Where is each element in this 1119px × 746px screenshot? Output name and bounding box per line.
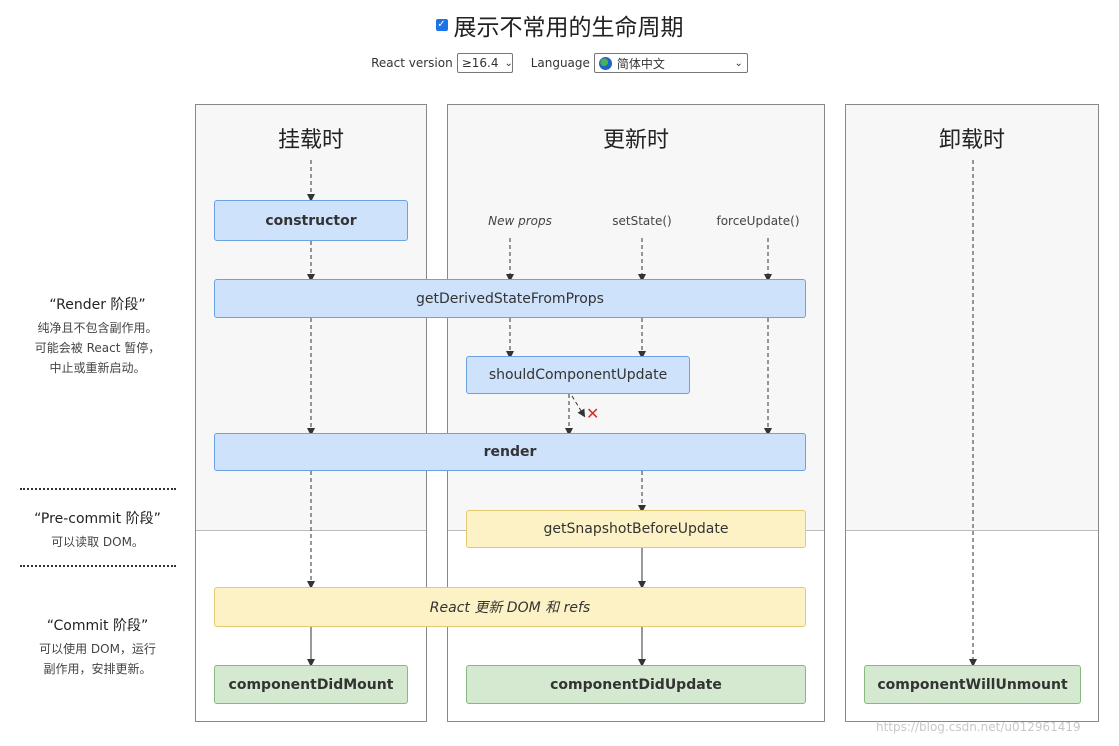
phase-desc: 可以使用 DOM，运行 xyxy=(39,642,156,656)
component-did-mount-box: componentDidMount xyxy=(214,665,408,704)
panel-title-unmounting: 卸载时 xyxy=(938,128,1005,153)
should-component-update-box: shouldComponentUpdate xyxy=(466,356,690,394)
react-version-label: React version xyxy=(371,56,453,70)
globe-icon xyxy=(598,56,612,70)
language-value: 简体中文 xyxy=(616,56,665,71)
cancel-x-icon: ✕ xyxy=(586,404,600,423)
phase-desc: 副作用，安排更新。 xyxy=(43,662,152,676)
react-update-dom-box: React 更新 DOM 和 refs xyxy=(214,587,806,627)
component-did-update-box: componentDidUpdate xyxy=(466,665,806,704)
trigger-new-props: New props xyxy=(488,214,552,228)
phase-separator xyxy=(20,565,176,567)
controls-bar: React version ≥16.4 ⌄ Language 简体中文 ⌄ xyxy=(0,52,1119,74)
phase-commit: “Commit 阶段” 可以使用 DOM，运行 副作用，安排更新。 xyxy=(10,615,185,679)
language-select[interactable]: 简体中文 ⌄ xyxy=(593,53,748,73)
page-title: 展示不常用的生命周期 xyxy=(453,15,684,41)
get-snapshot-box: getSnapshotBeforeUpdate xyxy=(466,510,806,548)
react-version-select[interactable]: ≥16.4 ⌄ xyxy=(456,53,513,73)
component-will-unmount-box: componentWillUnmount xyxy=(864,665,1081,704)
phase-desc: 纯净且不包含副作用。 xyxy=(37,321,158,335)
phase-separator xyxy=(20,488,176,490)
phase-precommit: “Pre-commit 阶段” 可以读取 DOM。 xyxy=(10,508,185,552)
checkbox-icon[interactable]: ✓ xyxy=(435,19,448,31)
phase-desc: 中止或重新启动。 xyxy=(49,361,146,375)
phase-divider xyxy=(846,530,1098,531)
phase-desc: 可能会被 React 暂停， xyxy=(34,341,161,355)
panel-title-updating: 更新时 xyxy=(602,128,669,153)
watermark: https://blog.csdn.net/u012961419 xyxy=(876,720,1081,734)
trigger-set-state: setState() xyxy=(612,214,672,228)
render-box: render xyxy=(214,433,806,471)
page-header: ✓ 展示不常用的生命周期 xyxy=(0,8,1119,42)
panel-title-mounting: 挂载时 xyxy=(277,128,344,153)
arrow xyxy=(571,395,586,418)
react-version-value: ≥16.4 xyxy=(461,56,499,70)
trigger-force-update: forceUpdate() xyxy=(716,214,800,228)
language-label: Language xyxy=(530,56,590,70)
phase-render: “Render 阶段” 纯净且不包含副作用。 可能会被 React 暂停， 中止… xyxy=(10,294,185,378)
constructor-box: constructor xyxy=(214,200,408,241)
chevron-down-icon: ⌄ xyxy=(504,57,513,69)
phase-title: “Commit 阶段” xyxy=(46,618,149,634)
panel-shade xyxy=(846,105,1098,530)
phase-title: “Render 阶段” xyxy=(49,297,146,313)
get-derived-state-box: getDerivedStateFromProps xyxy=(214,279,806,318)
chevron-down-icon: ⌄ xyxy=(734,57,743,69)
phase-title: “Pre-commit 阶段” xyxy=(34,511,161,527)
phase-desc: 可以读取 DOM。 xyxy=(51,535,144,549)
panel-unmounting xyxy=(845,104,1099,722)
